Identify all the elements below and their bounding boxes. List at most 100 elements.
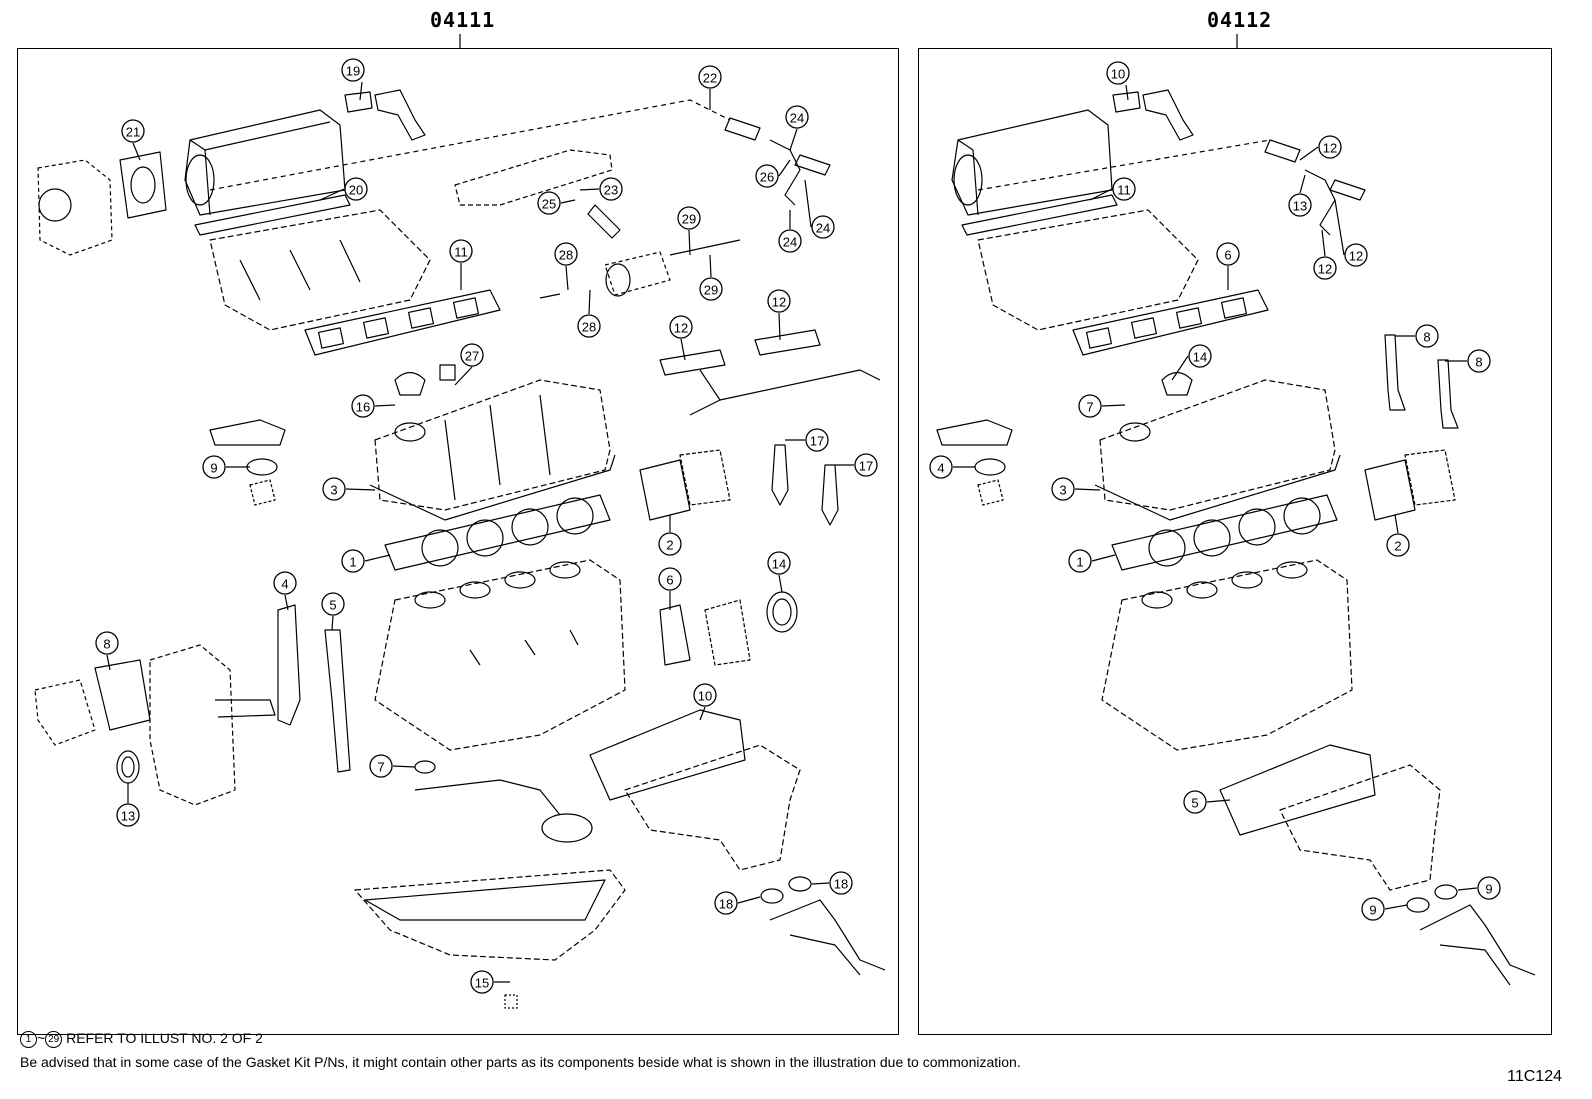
part-callout-number: 10 bbox=[698, 689, 712, 704]
part-callout-number: 18 bbox=[719, 897, 733, 912]
part-callout-number: 3 bbox=[330, 483, 337, 498]
part-callout-10: 10 bbox=[1106, 61, 1130, 85]
part-callout-number: 14 bbox=[772, 557, 786, 572]
refer-text: REFER TO ILLUST NO. 2 OF 2 bbox=[66, 1030, 263, 1046]
part-callout-number: 11 bbox=[1117, 183, 1131, 198]
part-callout-24: 24 bbox=[811, 215, 835, 239]
part-callout-8: 8 bbox=[1467, 349, 1491, 373]
part-callout-23: 23 bbox=[599, 177, 623, 201]
part-callout-number: 3 bbox=[1059, 483, 1066, 498]
part-callout-number: 15 bbox=[475, 976, 489, 991]
part-callout-number: 9 bbox=[1485, 882, 1492, 897]
part-callout-12: 12 bbox=[1318, 135, 1342, 159]
part-callout-number: 16 bbox=[356, 400, 370, 415]
part-callout-number: 6 bbox=[666, 573, 673, 588]
part-callout-1: 1 bbox=[341, 549, 365, 573]
part-callout-5: 5 bbox=[321, 592, 345, 616]
part-callout-3: 3 bbox=[1051, 477, 1075, 501]
part-callout-9: 9 bbox=[1361, 897, 1385, 921]
part-callout-number: 8 bbox=[103, 637, 110, 652]
part-callout-16: 16 bbox=[351, 394, 375, 418]
part-callout-25: 25 bbox=[537, 191, 561, 215]
part-callout-number: 26 bbox=[760, 170, 774, 185]
part-callout-28: 28 bbox=[577, 314, 601, 338]
part-callout-13: 13 bbox=[1288, 193, 1312, 217]
part-callout-15: 15 bbox=[470, 970, 494, 994]
part-callout-number: 24 bbox=[783, 235, 797, 250]
part-callout-number: 7 bbox=[1086, 400, 1093, 415]
part-callout-14: 14 bbox=[1188, 344, 1212, 368]
part-callout-22: 22 bbox=[698, 65, 722, 89]
part-callout-number: 12 bbox=[1349, 249, 1363, 264]
part-callout-number: 2 bbox=[1394, 539, 1401, 554]
part-callout-number: 22 bbox=[703, 71, 717, 86]
part-callout-number: 5 bbox=[1191, 796, 1198, 811]
part-callout-17: 17 bbox=[805, 428, 829, 452]
part-callout-29: 29 bbox=[677, 206, 701, 230]
part-callout-number: 17 bbox=[810, 434, 824, 449]
part-callout-18: 18 bbox=[714, 891, 738, 915]
part-callout-number: 7 bbox=[377, 760, 384, 775]
part-callout-number: 13 bbox=[121, 809, 135, 824]
footer-notice: Be advised that in some case of the Gask… bbox=[20, 1054, 1021, 1070]
part-callout-2: 2 bbox=[658, 532, 682, 556]
range-start-badge: 1 bbox=[20, 1030, 37, 1048]
part-callout-7: 7 bbox=[1078, 394, 1102, 418]
part-callout-number: 29 bbox=[704, 283, 718, 298]
part-callout-1: 1 bbox=[1068, 549, 1092, 573]
part-callout-8: 8 bbox=[95, 631, 119, 655]
part-callout-number: 9 bbox=[210, 461, 217, 476]
part-callout-24: 24 bbox=[778, 229, 802, 253]
part-callout-number: 28 bbox=[559, 248, 573, 263]
part-callout-13: 13 bbox=[116, 803, 140, 827]
part-callout-3: 3 bbox=[322, 477, 346, 501]
part-callout-number: 6 bbox=[1224, 248, 1231, 263]
part-callout-number: 12 bbox=[1318, 262, 1332, 277]
part-callout-28: 28 bbox=[554, 242, 578, 266]
part-callout-26: 26 bbox=[755, 164, 779, 188]
part-callout-number: 21 bbox=[126, 125, 140, 140]
part-callout-2: 2 bbox=[1386, 533, 1410, 557]
part-callout-number: 8 bbox=[1423, 330, 1430, 345]
footer-reference-note: 1~29 REFER TO ILLUST NO. 2 OF 2 bbox=[20, 1030, 263, 1048]
part-callout-number: 12 bbox=[1323, 141, 1337, 156]
kit-panel-right bbox=[918, 48, 1552, 1035]
part-callout-10: 10 bbox=[693, 683, 717, 707]
part-callout-20: 20 bbox=[344, 177, 368, 201]
part-callout-number: 11 bbox=[454, 245, 468, 260]
illustration-reference-code: 11C124 bbox=[1507, 1068, 1562, 1085]
part-callout-12: 12 bbox=[1313, 256, 1337, 280]
part-callout-number: 17 bbox=[859, 459, 873, 474]
range-separator: ~ bbox=[37, 1030, 46, 1046]
part-callout-21: 21 bbox=[121, 119, 145, 143]
part-callout-number: 25 bbox=[542, 197, 556, 212]
part-callout-number: 10 bbox=[1111, 67, 1125, 82]
part-callout-7: 7 bbox=[369, 754, 393, 778]
part-callout-number: 18 bbox=[834, 877, 848, 892]
part-callout-14: 14 bbox=[767, 551, 791, 575]
part-callout-4: 4 bbox=[273, 571, 297, 595]
part-callout-9: 9 bbox=[1477, 876, 1501, 900]
part-callout-12: 12 bbox=[1344, 243, 1368, 267]
part-callout-number: 28 bbox=[582, 320, 596, 335]
part-callout-number: 29 bbox=[682, 212, 696, 227]
part-callout-number: 19 bbox=[346, 64, 360, 79]
part-callout-4: 4 bbox=[929, 455, 953, 479]
part-callout-number: 14 bbox=[1193, 350, 1207, 365]
part-callout-number: 4 bbox=[281, 577, 288, 592]
part-callout-number: 1 bbox=[349, 555, 356, 570]
part-callout-number: 9 bbox=[1369, 903, 1376, 918]
part-callout-18: 18 bbox=[829, 871, 853, 895]
part-callout-6: 6 bbox=[658, 567, 682, 591]
part-callout-number: 12 bbox=[674, 321, 688, 336]
part-callout-number: 1 bbox=[1076, 555, 1083, 570]
part-callout-number: 8 bbox=[1475, 355, 1482, 370]
part-callout-number: 2 bbox=[666, 538, 673, 553]
part-callout-17: 17 bbox=[854, 453, 878, 477]
part-callout-24: 24 bbox=[785, 105, 809, 129]
range-end-badge: 29 bbox=[45, 1030, 63, 1048]
part-callout-12: 12 bbox=[767, 289, 791, 313]
kit-panel-left bbox=[17, 48, 899, 1035]
part-callout-number: 24 bbox=[816, 221, 830, 236]
